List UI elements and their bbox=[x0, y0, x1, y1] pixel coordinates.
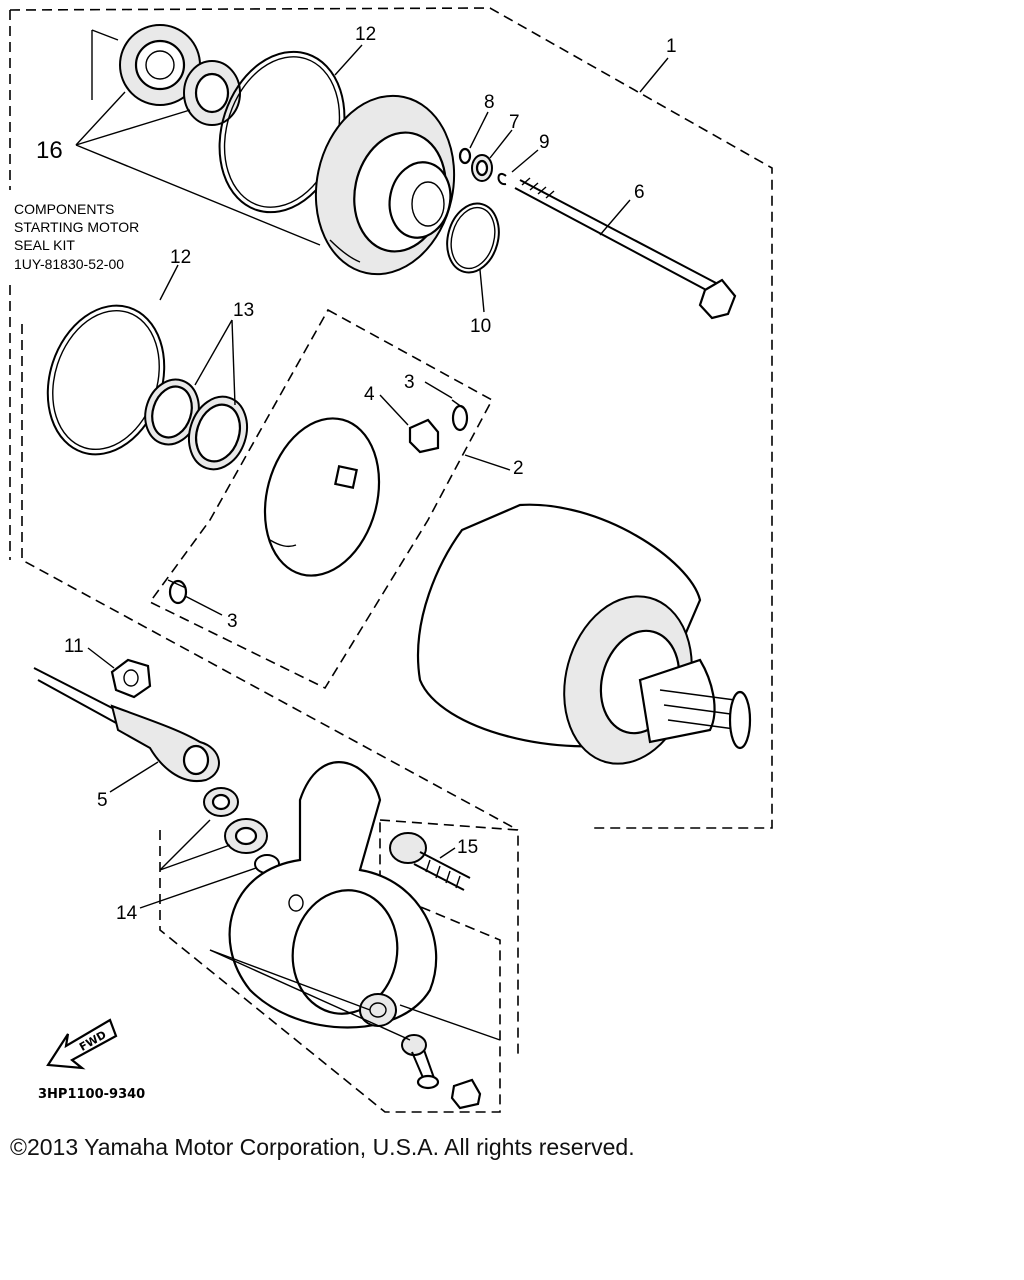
kit-part-number: 1UY-81830-52-00 bbox=[14, 256, 124, 272]
washer-7 bbox=[471, 154, 493, 182]
callout-labels: 1 2 3 3 4 5 6 7 8 9 10 11 12 12 13 14 15… bbox=[36, 24, 677, 924]
callout-7: 7 bbox=[509, 112, 520, 133]
brush-4 bbox=[408, 418, 440, 454]
brush-plate bbox=[263, 417, 381, 577]
callout-2: 2 bbox=[513, 458, 524, 479]
callout-4: 4 bbox=[364, 384, 375, 405]
callout-10: 10 bbox=[470, 316, 491, 337]
callout-15: 15 bbox=[457, 837, 478, 858]
rear-cover bbox=[228, 761, 438, 1029]
diagram-code: 3HP1100-9340 bbox=[38, 1087, 145, 1102]
kit-line-components: COMPONENTS bbox=[14, 201, 114, 217]
callout-12-lower: 12 bbox=[170, 247, 191, 268]
brush-spring-3-lower bbox=[167, 579, 188, 605]
washer-8 bbox=[458, 147, 472, 165]
o-ring-10 bbox=[446, 202, 500, 274]
washer-rear-1 bbox=[203, 787, 239, 817]
shim-13b bbox=[188, 395, 248, 471]
brush-plate-outline-2 bbox=[148, 308, 494, 690]
copyright-notice: ©2013 Yamaha Motor Corporation, U.S.A. A… bbox=[10, 1134, 635, 1160]
brush-spring-3-upper bbox=[451, 399, 469, 432]
oil-seal bbox=[183, 60, 241, 126]
assembly-outline-1 bbox=[9, 7, 773, 829]
callout-9: 9 bbox=[539, 132, 550, 153]
bolt-15 bbox=[389, 832, 471, 891]
leader-lines bbox=[75, 29, 669, 1041]
front-bearing bbox=[119, 24, 201, 106]
shim-13a bbox=[144, 378, 200, 446]
callout-1: 1 bbox=[666, 36, 677, 57]
callout-16: 16 bbox=[36, 137, 63, 164]
callout-13: 13 bbox=[233, 300, 254, 321]
through-bolt-6 bbox=[514, 177, 737, 320]
lead-wire-5 bbox=[33, 667, 220, 783]
front-cover bbox=[314, 94, 456, 276]
callout-14: 14 bbox=[116, 903, 138, 924]
callout-6: 6 bbox=[634, 182, 645, 203]
callout-11: 11 bbox=[64, 636, 84, 657]
callout-8: 8 bbox=[484, 92, 495, 113]
callout-12-upper: 12 bbox=[355, 24, 376, 45]
terminal-bolt bbox=[401, 1034, 440, 1090]
callout-5: 5 bbox=[97, 790, 108, 811]
callout-3-lower: 3 bbox=[227, 611, 238, 632]
fwd-arrow-icon: FWD bbox=[46, 1018, 118, 1070]
armature-shaft bbox=[638, 658, 752, 750]
callout-3-upper: 3 bbox=[404, 372, 415, 393]
washer-rear-2 bbox=[224, 818, 268, 854]
brush-holder-lower bbox=[450, 1078, 482, 1110]
kit-line-starting-motor: STARTING MOTOR bbox=[14, 219, 139, 235]
seal-kit-note: COMPONENTS STARTING MOTOR SEAL KIT 1UY-8… bbox=[14, 201, 139, 272]
kit-line-seal-kit: SEAL KIT bbox=[14, 237, 75, 253]
circlip-9 bbox=[497, 173, 507, 186]
nut-11 bbox=[110, 658, 152, 699]
